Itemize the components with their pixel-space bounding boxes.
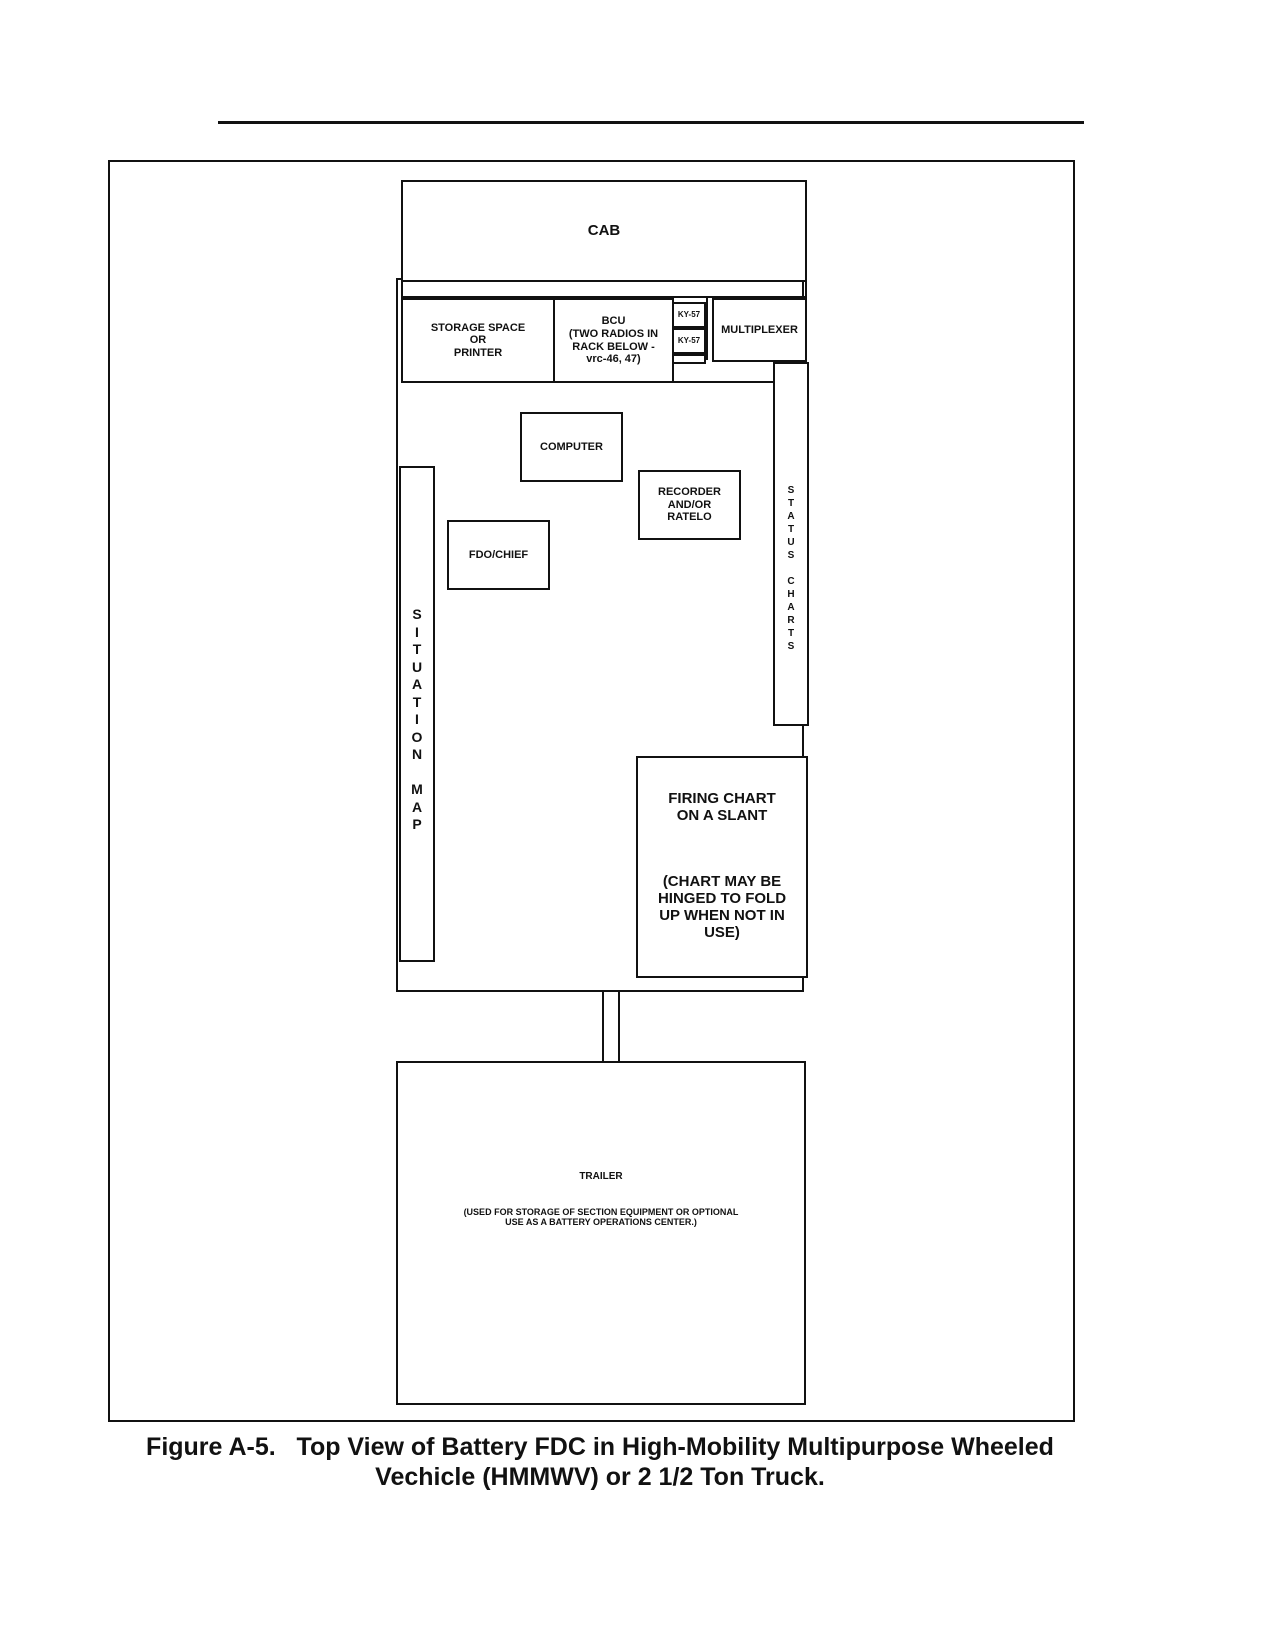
storage-line-2: OR bbox=[469, 334, 487, 347]
situation-map-letter: M bbox=[411, 781, 423, 797]
recorder-line-3: RATELO bbox=[667, 511, 712, 524]
bcu-line-4: vrc-46, 47) bbox=[586, 353, 641, 366]
ky57-bottom-label: KY-57 bbox=[677, 336, 701, 346]
trailer-note: (USED FOR STORAGE OF SECTION EQUIPMENT O… bbox=[398, 1207, 804, 1228]
figure-caption: Figure A-5. Top View of Battery FDC in H… bbox=[100, 1432, 1100, 1492]
storage-space-label: STORAGE SPACE OR PRINTER bbox=[431, 322, 525, 360]
ky57-top-box: KY-57 bbox=[672, 302, 706, 328]
trailer-label: TRAILER bbox=[579, 1171, 623, 1182]
situation-map-letter: T bbox=[412, 693, 422, 710]
firing-chart-title-line-1: FIRING CHART bbox=[668, 790, 776, 807]
multiplexer-box: MULTIPLEXER bbox=[712, 298, 807, 362]
ky57-top-label: KY-57 bbox=[677, 310, 701, 320]
situation-map-letter: N bbox=[411, 746, 423, 762]
status-charts-letter: T bbox=[787, 628, 795, 639]
header-rule bbox=[218, 121, 1084, 124]
situation-map-letter: I bbox=[415, 711, 419, 727]
status-charts-letter: R bbox=[787, 615, 795, 626]
recorder-line-1: RECORDER bbox=[658, 486, 721, 499]
cab-label: CAB bbox=[587, 222, 621, 240]
bcu-box: BCU (TWO RADIOS IN RACK BELOW - vrc-46, … bbox=[553, 298, 674, 383]
bcu-line-3: RACK BELOW - bbox=[572, 340, 655, 353]
bcu-line-2: (TWO RADIOS IN bbox=[568, 327, 659, 340]
multiplexer-label: MULTIPLEXER bbox=[721, 323, 798, 336]
status-charts-letter: A bbox=[787, 511, 795, 522]
trailer-note-line-1: (USED FOR STORAGE OF SECTION EQUIPMENT O… bbox=[463, 1206, 739, 1217]
situation-map-letter: T bbox=[412, 641, 422, 657]
situation-map-letter: A bbox=[411, 676, 423, 692]
recorder-box: RECORDER AND/OR RATELO bbox=[638, 470, 741, 540]
storage-line-3: PRINTER bbox=[453, 346, 503, 359]
trailer-hitch bbox=[602, 992, 620, 1061]
situation-map-letter: O bbox=[411, 728, 423, 745]
status-charts-letter: S bbox=[787, 485, 795, 496]
situation-map-letter bbox=[401, 764, 433, 782]
firing-chart-title: FIRING CHART ON A SLANT bbox=[638, 790, 806, 825]
storage-line-1: STORAGE SPACE bbox=[430, 321, 526, 334]
situation-map-letter: P bbox=[412, 816, 422, 832]
computer-box: COMPUTER bbox=[520, 412, 623, 482]
recorder-label: RECORDER AND/OR RATELO bbox=[658, 486, 721, 524]
status-charts-letter: S bbox=[787, 550, 795, 561]
figure-caption-line-1: Figure A-5. Top View of Battery FDC in H… bbox=[146, 1433, 1054, 1461]
status-charts-letter: C bbox=[787, 576, 795, 587]
situation-map-letter: U bbox=[411, 658, 423, 675]
situation-map-letter: A bbox=[411, 798, 423, 815]
cab-box: CAB bbox=[401, 180, 807, 282]
ky57-bottom-box: KY-57 bbox=[672, 328, 706, 354]
trailer-box: TRAILER (USED FOR STORAGE OF SECTION EQU… bbox=[396, 1061, 806, 1405]
recorder-line-2: AND/OR bbox=[667, 498, 712, 511]
cab-divider bbox=[401, 282, 807, 298]
figure-caption-line-2: Vechicle (HMMWV) or 2 1/2 Ton Truck. bbox=[375, 1463, 825, 1491]
fdo-chief-box: FDO/CHIEF bbox=[447, 520, 550, 590]
trailer-note-line-2: USE AS A BATTERY OPERATIONS CENTER.) bbox=[505, 1216, 697, 1227]
firing-chart-title-line-2: ON A SLANT bbox=[676, 807, 768, 825]
status-charts-letter: T bbox=[787, 524, 795, 535]
status-charts-letter: T bbox=[787, 498, 795, 509]
storage-space-box: STORAGE SPACE OR PRINTER bbox=[401, 298, 555, 383]
status-charts-letter: U bbox=[787, 537, 795, 548]
bcu-label: BCU (TWO RADIOS IN RACK BELOW - vrc-46, … bbox=[569, 315, 658, 366]
firing-chart-note-line-3: UP WHEN NOT IN bbox=[659, 907, 785, 924]
ky57-rack-base bbox=[672, 354, 706, 364]
firing-chart-note-line-2: HINGED TO FOLD bbox=[657, 889, 787, 907]
status-charts-letter: H bbox=[787, 589, 795, 600]
firing-chart-box: FIRING CHART ON A SLANT (CHART MAY BE HI… bbox=[636, 756, 808, 978]
firing-chart-note-line-1: (CHART MAY BE bbox=[662, 872, 782, 890]
firing-chart-note: (CHART MAY BE HINGED TO FOLD UP WHEN NOT… bbox=[638, 873, 806, 942]
computer-label: COMPUTER bbox=[540, 440, 603, 453]
status-charts-letter: S bbox=[787, 641, 795, 652]
figure-frame bbox=[108, 160, 1075, 1422]
bcu-line-1: BCU bbox=[601, 315, 626, 328]
firing-chart-note-line-4: USE) bbox=[704, 924, 740, 942]
status-charts-letter: A bbox=[787, 602, 795, 613]
status-charts-letter bbox=[775, 562, 807, 575]
situation-map-letter: S bbox=[412, 606, 422, 622]
fdo-chief-label: FDO/CHIEF bbox=[468, 548, 529, 561]
situation-map-letter: I bbox=[415, 623, 419, 640]
